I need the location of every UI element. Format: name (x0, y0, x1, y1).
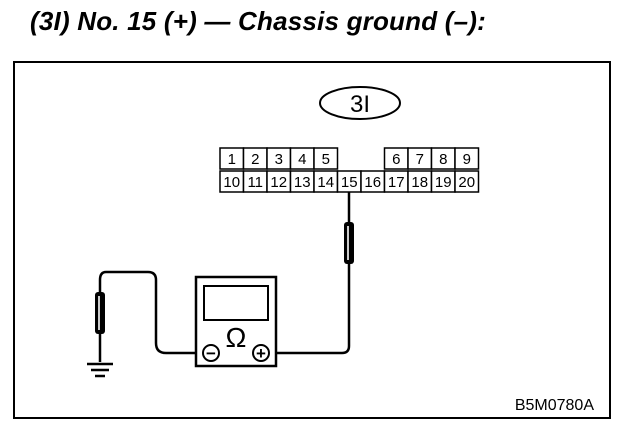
positive-lead (266, 192, 351, 355)
connector-label-text: 3I (350, 91, 370, 118)
connector-pin-label: 14 (317, 174, 334, 191)
ohmmeter-display (203, 285, 269, 321)
connector-pin-label: 10 (223, 174, 240, 191)
connector-bottom-cell (454, 170, 480, 193)
connector-pin-label: 17 (388, 174, 405, 191)
page-title: (3I) No. 15 (+) — Chassis ground (–): (30, 6, 486, 36)
ohmmeter: Ω − + (194, 275, 278, 368)
connector-pin-label: 18 (411, 174, 428, 191)
ohm-icon: Ω (226, 322, 247, 353)
connector-pin-label: 1 (228, 151, 236, 168)
connector-top-cell (313, 147, 339, 170)
connector-pin-label: 4 (298, 151, 306, 168)
connector-pin-label: 16 (364, 174, 381, 191)
connector-pin-label: 8 (439, 151, 447, 168)
connector-pin-label: 6 (392, 151, 400, 168)
connector-top-cell (454, 147, 480, 170)
negative-lead (98, 270, 204, 362)
connector-pin-label: 20 (458, 174, 475, 191)
connector-pin-label: 2 (251, 151, 259, 168)
connector-pin-label: 15 (341, 174, 358, 191)
connector-pin-label: 5 (322, 151, 330, 168)
connector-pin-label: 12 (270, 174, 287, 191)
positive-terminal-symbol: + (256, 344, 266, 363)
positive-terminal-icon (252, 344, 270, 362)
diagram-frame (13, 61, 611, 419)
connector-pin-label: 19 (435, 174, 452, 191)
connector-pin-label: 11 (247, 174, 263, 191)
connector-label-ellipse (319, 86, 401, 120)
connector-pin-label: 13 (294, 174, 311, 191)
connector-label: 3I (319, 86, 401, 120)
negative-terminal-icon (202, 344, 220, 362)
negative-terminal-symbol: − (206, 344, 216, 363)
connector-pin-label: 3 (275, 151, 283, 168)
figure-code: B5M0780A (515, 397, 594, 414)
connector-pin-label: 9 (463, 151, 471, 168)
connector-pin-label: 7 (416, 151, 424, 168)
chassis-ground-icon (87, 362, 113, 378)
